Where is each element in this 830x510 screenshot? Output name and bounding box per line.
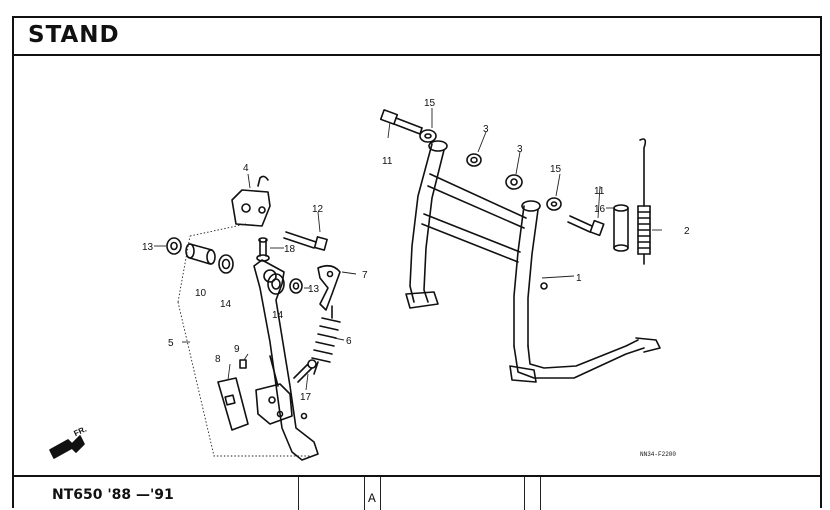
bolt-17	[293, 359, 317, 383]
callout-17: 17	[300, 392, 312, 403]
bolt-11-top	[379, 109, 423, 135]
bracket-4	[231, 175, 271, 227]
callout-10: 10	[195, 288, 207, 299]
switch-block	[255, 383, 293, 425]
callout-9: 9	[234, 344, 240, 355]
title-bar: STAND	[14, 18, 820, 56]
callout-15-right: 15	[550, 164, 562, 175]
collar-3-right	[505, 174, 523, 190]
footer-divider	[298, 477, 299, 510]
washer-13-right	[289, 278, 303, 294]
leader-11-top	[387, 121, 391, 139]
callout-3-right: 3	[517, 144, 523, 155]
callout-13-left: 13	[142, 242, 154, 253]
pin-9	[239, 359, 247, 369]
callout-8: 8	[215, 354, 221, 365]
page-title: STAND	[28, 22, 120, 48]
callout-15-top: 15	[424, 98, 436, 109]
callout-3-left: 3	[483, 124, 489, 135]
spring-2	[637, 138, 651, 265]
callout-7: 7	[362, 270, 368, 281]
footer-cell-letter: A	[368, 491, 376, 506]
bolt-11-right	[567, 215, 605, 237]
exploded-view-diagram: 1 2 3 3 4 5 6 7 8 9 10 11 11 12 13 13 14…	[49, 98, 690, 461]
collar-10	[185, 243, 216, 265]
plate-7	[317, 264, 341, 311]
callout-6: 6	[346, 336, 352, 347]
callout-4: 4	[243, 163, 249, 174]
side-stand-arm	[253, 259, 319, 461]
callout-14-right: 14	[272, 310, 284, 321]
footer-bar: NT650 '88 —'91 A	[14, 475, 820, 510]
callout-18: 18	[284, 244, 296, 255]
callout-5: 5	[168, 338, 174, 349]
callout-2: 2	[684, 226, 690, 237]
footer-divider	[364, 477, 365, 510]
rubber-pad-8	[217, 377, 249, 431]
reference-code: NN34-F2200	[640, 451, 676, 458]
washer-13-left	[166, 237, 182, 255]
callout-11-top: 11	[382, 156, 393, 167]
bolt-18	[256, 237, 270, 262]
collar-3-left	[466, 153, 482, 167]
bolt-12	[283, 231, 328, 251]
callout-1: 1	[576, 273, 582, 284]
forward-direction-arrow	[49, 435, 85, 459]
washer-15-top	[419, 129, 437, 143]
footer-divider	[380, 477, 381, 510]
callout-16: 16	[594, 204, 606, 215]
callout-12: 12	[312, 204, 324, 215]
sleeve-16	[613, 204, 629, 252]
direction-label: FR.	[72, 425, 87, 439]
footer-divider	[524, 477, 525, 510]
spring-6	[311, 305, 341, 375]
callout-14-left: 14	[220, 299, 232, 310]
model-label: NT650 '88 —'91	[52, 487, 174, 503]
footer-divider	[540, 477, 541, 510]
callout-11-right: 11	[594, 186, 605, 197]
page-frame: STAND	[12, 16, 822, 510]
callout-13-right: 13	[308, 284, 320, 295]
main-stand-part	[405, 140, 661, 383]
callout-labels: 1 2 3 3 4 5 6 7 8 9 10 11 11 12 13 13 14…	[72, 98, 690, 458]
washer-15-right	[546, 197, 562, 211]
bearing-14-left	[218, 254, 234, 274]
